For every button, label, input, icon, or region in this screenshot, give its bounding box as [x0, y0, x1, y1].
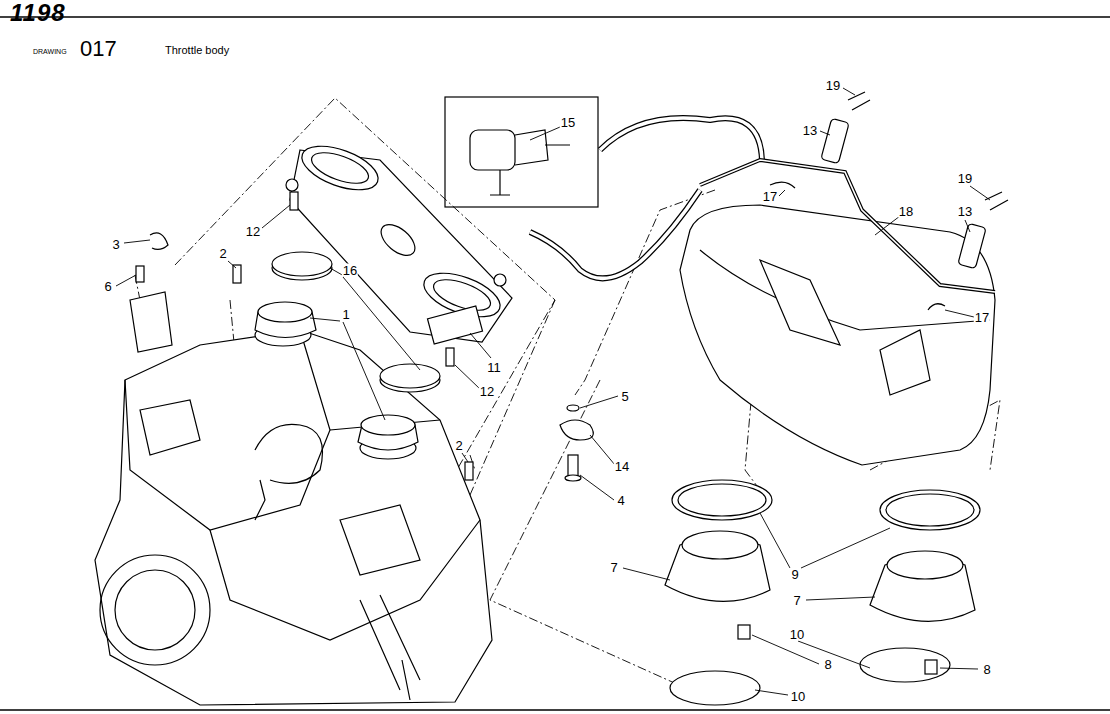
idle-valve-inset — [445, 97, 598, 207]
callout-number: 8 — [982, 663, 991, 676]
fuel-rail-inner — [700, 160, 995, 292]
drawing-number: 017 — [80, 38, 117, 60]
fuel-rail — [700, 160, 995, 292]
callout-number: 14 — [614, 460, 630, 473]
callout-number: 7 — [609, 561, 618, 574]
callout-number: 2 — [218, 247, 227, 260]
callout-number: 17 — [974, 311, 990, 324]
callout-number: 19 — [825, 79, 841, 92]
callout-number: 18 — [898, 205, 914, 218]
callout-number: 2 — [454, 439, 463, 452]
drawing-title: Throttle body — [165, 45, 229, 56]
callout-number: 9 — [790, 568, 799, 581]
callout-number: 11 — [486, 361, 502, 374]
callout-number: 15 — [560, 116, 576, 129]
callout-number: 12 — [245, 225, 261, 238]
callout-number: 12 — [479, 385, 495, 398]
inlet-trumpets — [665, 480, 980, 705]
callout-number: 4 — [616, 494, 625, 507]
callout-number: 5 — [620, 390, 629, 403]
model-logo: 1198 — [10, 1, 66, 25]
callout-number: 3 — [111, 238, 120, 251]
clips — [770, 182, 945, 310]
callout-number: 10 — [789, 628, 805, 641]
leader-lines — [116, 88, 990, 695]
callout-number: 7 — [792, 594, 801, 607]
engine-illustration — [95, 324, 492, 705]
callout-number: 17 — [762, 190, 778, 203]
callout-number: 1 — [341, 308, 350, 321]
rule-lines — [0, 17, 1110, 710]
callout-number: 10 — [790, 690, 806, 703]
callout-number: 16 — [342, 264, 358, 277]
callout-number: 8 — [823, 658, 832, 671]
callout-number: 6 — [103, 280, 112, 293]
callout-number: 13 — [802, 124, 818, 137]
bracket-and-screw — [130, 192, 593, 481]
callout-number: 13 — [957, 205, 973, 218]
fuel-tank — [680, 205, 995, 465]
drawing-caption: DRAWING — [33, 48, 67, 55]
callout-number: 19 — [957, 172, 973, 185]
injectors — [821, 92, 1008, 269]
